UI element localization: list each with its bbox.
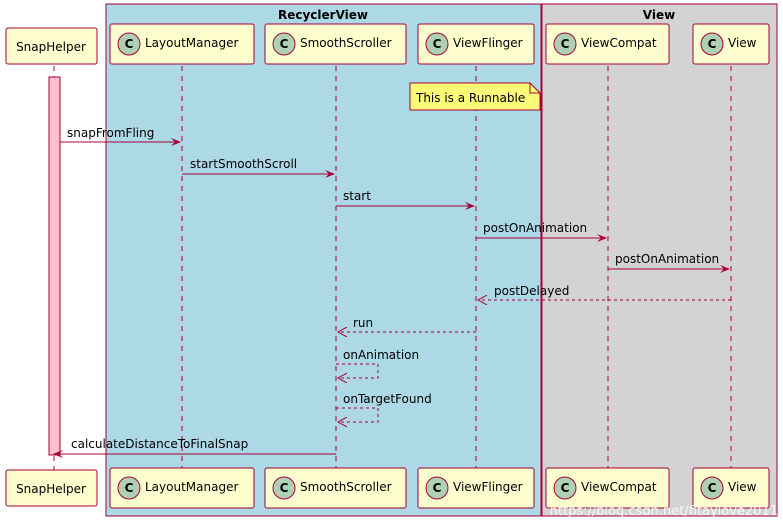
message-label: run	[353, 316, 373, 330]
class-icon	[425, 476, 449, 500]
watermark: https://blog.csdn.net/fitaylove2011	[550, 504, 778, 519]
message-run: run	[338, 316, 476, 332]
participant-label: View	[728, 480, 757, 494]
message-postonanimation-1: postOnAnimation	[476, 221, 607, 242]
participant-label: ViewFlinger	[453, 36, 523, 50]
class-icon-glyph: C	[561, 481, 570, 495]
participant-label: ViewCompat	[581, 480, 657, 494]
group-recyclerview-title: RecyclerView	[278, 8, 368, 22]
participant-snaphelper-bottom: SnapHelper	[5, 469, 98, 507]
class-icon-glyph: C	[708, 481, 717, 495]
activation-snaphelper	[48, 76, 61, 456]
group-view-title: View	[643, 8, 675, 22]
message-label: postOnAnimation	[483, 221, 587, 235]
class-icon	[117, 32, 141, 56]
message-postdelayed: postDelayed	[478, 284, 731, 300]
class-icon	[700, 476, 724, 500]
class-icon	[553, 32, 577, 56]
participant-label: SnapHelper	[16, 482, 86, 496]
participant-smoothscroller-bottom: C SmoothScroller	[264, 467, 407, 509]
class-icon	[272, 32, 296, 56]
message-start: start	[336, 189, 475, 210]
participant-smoothscroller-top: C SmoothScroller	[264, 23, 407, 65]
participant-layoutmanager-top: C LayoutManager	[109, 23, 255, 65]
participant-label: View	[728, 36, 757, 50]
participant-view-top: C View	[692, 23, 770, 65]
message-onanimation: onAnimation	[336, 348, 419, 378]
class-icon	[117, 476, 141, 500]
message-label: startSmoothScroll	[190, 157, 297, 171]
participant-label: ViewFlinger	[453, 480, 523, 494]
message-label: onAnimation	[343, 348, 419, 362]
message-label: start	[343, 189, 371, 203]
message-startsmoothscroll: startSmoothScroll	[182, 157, 335, 178]
class-icon-glyph: C	[433, 481, 442, 495]
class-icon	[700, 32, 724, 56]
participant-viewflinger-bottom: C ViewFlinger	[417, 467, 535, 509]
participant-viewcompat-bottom: C ViewCompat	[545, 467, 670, 509]
participant-view-bottom: C View	[692, 467, 770, 509]
message-calculatedistancetofinalsnap: calculateDistanceToFinalSnap	[53, 437, 336, 458]
class-icon-glyph: C	[708, 37, 717, 51]
participant-label: SmoothScroller	[300, 480, 392, 494]
participant-label: LayoutManager	[145, 480, 238, 494]
note-text: This is a Runnable	[415, 91, 525, 105]
message-label: postDelayed	[494, 284, 569, 298]
class-icon-glyph: C	[280, 481, 289, 495]
message-ontargetfound: onTargetFound	[336, 392, 432, 422]
class-icon	[553, 476, 577, 500]
class-icon-glyph: C	[125, 481, 134, 495]
message-label: postOnAnimation	[615, 252, 719, 266]
class-icon-glyph: C	[433, 37, 442, 51]
message-label: calculateDistanceToFinalSnap	[71, 437, 248, 451]
class-icon-glyph: C	[561, 37, 570, 51]
participant-viewcompat-top: C ViewCompat	[545, 23, 670, 65]
participant-label: SnapHelper	[16, 40, 86, 54]
group-view: View	[541, 3, 778, 517]
message-label: onTargetFound	[343, 392, 432, 406]
note: This is a Runnable	[409, 82, 541, 111]
participant-label: ViewCompat	[581, 36, 657, 50]
message-label: snapFromFling	[67, 126, 154, 140]
participant-label: LayoutManager	[145, 36, 238, 50]
class-icon	[425, 32, 449, 56]
class-icon-glyph: C	[125, 37, 134, 51]
message-postonanimation-2: postOnAnimation	[608, 252, 730, 273]
message-snapfromfling: snapFromFling	[60, 126, 181, 146]
participant-layoutmanager-bottom: C LayoutManager	[109, 467, 255, 509]
participant-snaphelper-top: SnapHelper	[5, 27, 98, 65]
class-icon-glyph: C	[280, 37, 289, 51]
participant-viewflinger-top: C ViewFlinger	[417, 23, 535, 65]
participant-label: SmoothScroller	[300, 36, 392, 50]
class-icon	[272, 476, 296, 500]
